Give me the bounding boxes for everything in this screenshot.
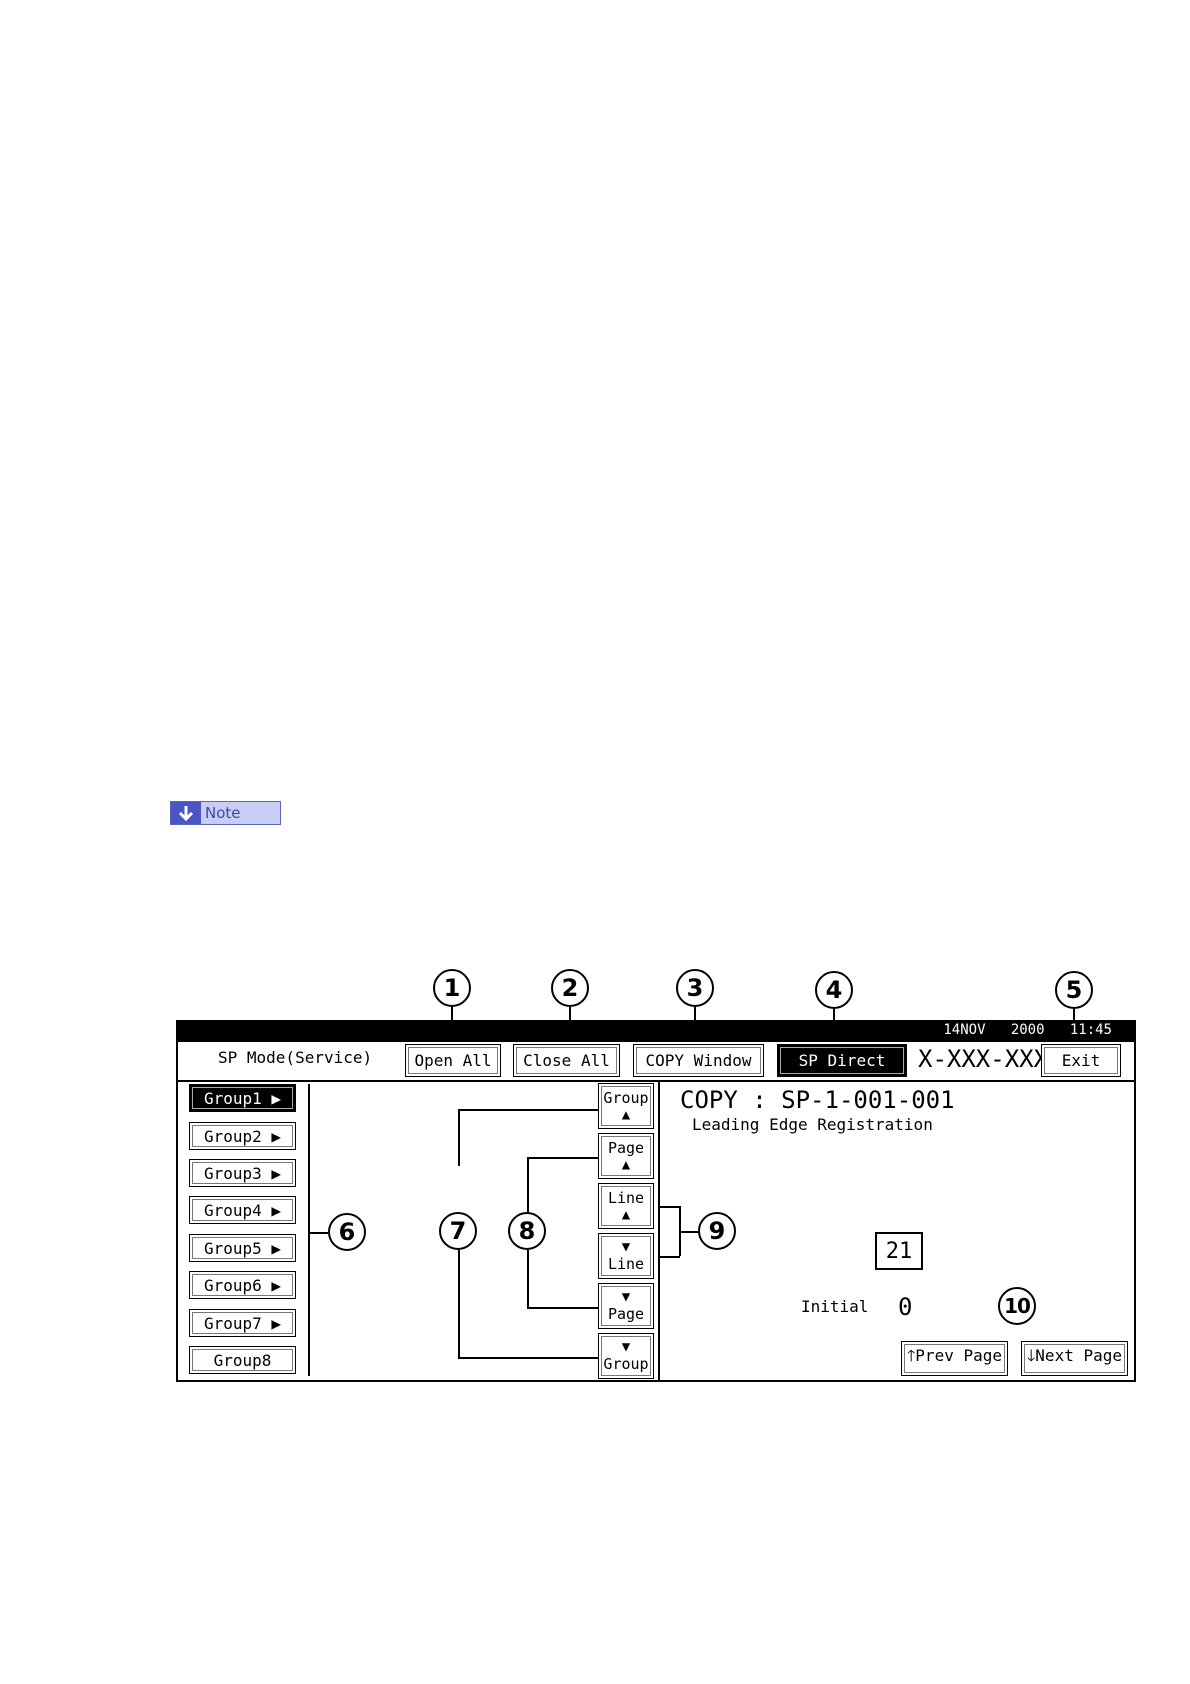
header-divider xyxy=(176,1080,1136,1082)
callout-4-leader xyxy=(833,1009,835,1020)
exit-button[interactable]: Exit xyxy=(1041,1044,1121,1077)
copy-window-button[interactable]: COPY Window xyxy=(633,1044,764,1077)
prev-page-button[interactable]: 🡑Prev Page xyxy=(901,1341,1008,1376)
status-time: 11:45 xyxy=(1069,1022,1112,1038)
line-up-button[interactable]: Line ▲ xyxy=(598,1183,654,1229)
close-all-button[interactable]: Close All xyxy=(513,1044,620,1077)
callout-7: 7 xyxy=(439,1212,477,1250)
bracket-9-top xyxy=(658,1206,680,1208)
open-all-button[interactable]: Open All xyxy=(405,1044,501,1077)
initial-value: 0 xyxy=(898,1293,913,1321)
sp-mode-panel xyxy=(176,1040,1136,1382)
group3-button[interactable]: Group3 ▶ xyxy=(189,1159,296,1187)
up-triangle-icon: ▲ xyxy=(621,1107,631,1123)
bracket-7-upper xyxy=(458,1109,460,1166)
callout-6-leader xyxy=(308,1232,328,1234)
group-down-label: Group xyxy=(603,1355,649,1373)
sp-direct-button[interactable]: SP Direct xyxy=(777,1044,907,1077)
status-bar: 14NOV 2000 11:45 xyxy=(176,1020,1136,1040)
bracket-9-bottom xyxy=(658,1256,680,1258)
group8-button[interactable]: Group8 xyxy=(189,1346,296,1374)
callout-3: 3 xyxy=(676,969,714,1007)
callout-9-leader xyxy=(679,1231,699,1233)
line-down-button[interactable]: ▼ Line xyxy=(598,1233,654,1279)
callout-3-leader xyxy=(694,1007,696,1020)
initial-label: Initial xyxy=(801,1297,869,1316)
up-triangle-icon: ▲ xyxy=(621,1157,631,1173)
value-display[interactable]: 21 xyxy=(875,1232,923,1270)
bracket-7-bottom xyxy=(458,1357,598,1359)
bracket-8-bottom xyxy=(527,1307,598,1309)
group5-button[interactable]: Group5 ▶ xyxy=(189,1234,296,1262)
callout-5-leader xyxy=(1073,1009,1075,1024)
callout-5: 5 xyxy=(1055,971,1093,1009)
sp-item-description: Leading Edge Registration xyxy=(692,1115,933,1134)
callout-8: 8 xyxy=(508,1212,546,1250)
status-year: 2000 xyxy=(1010,1022,1045,1038)
callout-6: 6 xyxy=(328,1213,366,1251)
down-arrow-icon xyxy=(171,802,201,824)
callout-1: 1 xyxy=(433,969,471,1007)
line-up-label: Line xyxy=(607,1189,645,1207)
callout-2: 2 xyxy=(551,969,589,1007)
sp-number-display: X-XXX-XXX xyxy=(918,1045,1049,1073)
group2-button[interactable]: Group2 ▶ xyxy=(189,1122,296,1150)
nav-column-divider xyxy=(658,1080,660,1382)
next-page-button[interactable]: 🡓Next Page xyxy=(1021,1341,1128,1376)
bracket-8-top xyxy=(527,1157,598,1159)
callout-4: 4 xyxy=(815,971,853,1009)
down-triangle-icon: ▼ xyxy=(621,1289,631,1305)
bracket-7-top xyxy=(458,1109,598,1111)
mode-title: SP Mode(Service) xyxy=(218,1048,373,1067)
down-triangle-icon: ▼ xyxy=(621,1239,631,1255)
page-down-button[interactable]: ▼ Page xyxy=(598,1283,654,1329)
callout-9: 9 xyxy=(698,1212,736,1250)
callout-10: 10 xyxy=(998,1287,1036,1325)
group-column-divider xyxy=(308,1084,310,1376)
line-down-label: Line xyxy=(607,1255,645,1273)
group1-button[interactable]: Group1 ▶ xyxy=(189,1084,296,1112)
group6-button[interactable]: Group6 ▶ xyxy=(189,1271,296,1299)
down-triangle-icon: ▼ xyxy=(621,1339,631,1355)
group-down-button[interactable]: ▼ Group xyxy=(598,1333,654,1379)
group-up-label: Group xyxy=(603,1089,649,1107)
page-down-label: Page xyxy=(607,1305,645,1323)
group-up-button[interactable]: Group ▲ xyxy=(598,1083,654,1129)
group4-button[interactable]: Group4 ▶ xyxy=(189,1196,296,1224)
bracket-8-upper xyxy=(527,1157,529,1213)
note-label: Note xyxy=(201,802,280,824)
page-up-label: Page xyxy=(607,1139,645,1157)
bracket-8-lower xyxy=(527,1250,529,1307)
callout-2-leader xyxy=(569,1007,571,1020)
status-date: 14NOV xyxy=(943,1022,986,1038)
sp-item-title: COPY : SP-1-001-001 xyxy=(680,1086,955,1114)
callout-1-leader xyxy=(451,1007,453,1020)
group7-button[interactable]: Group7 ▶ xyxy=(189,1309,296,1337)
note-badge: Note xyxy=(170,801,281,825)
up-triangle-icon: ▲ xyxy=(621,1207,631,1223)
bracket-7-lower xyxy=(458,1250,460,1357)
page-up-button[interactable]: Page ▲ xyxy=(598,1133,654,1179)
